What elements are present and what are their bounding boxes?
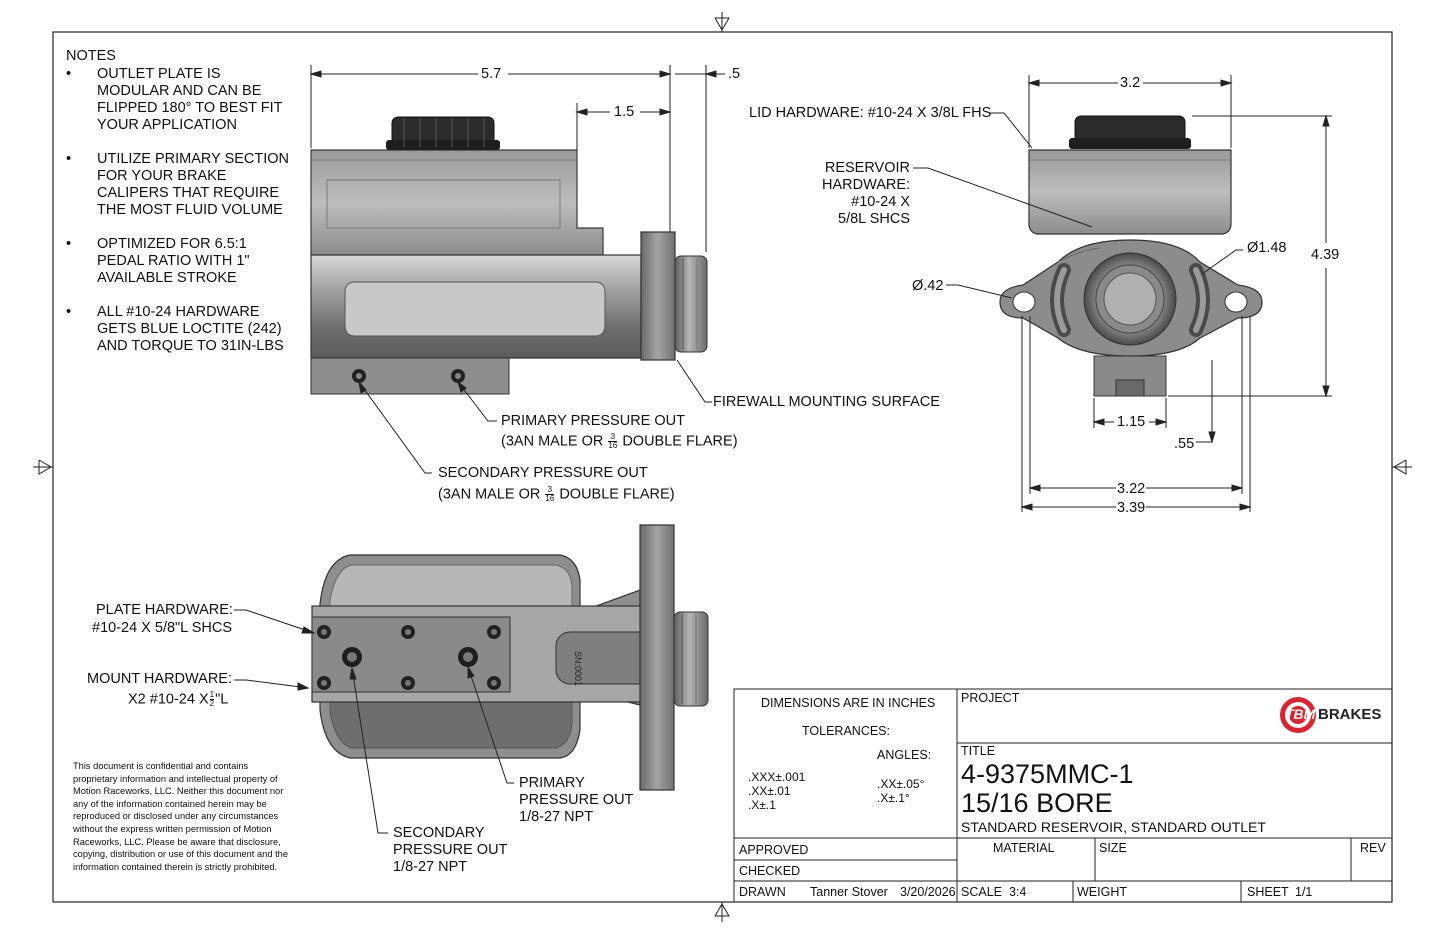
plate-hardware-sub: #10-24 X 5/8"L SHCS: [92, 620, 233, 636]
logo-gear-icon: [1280, 697, 1316, 733]
approved-label: APPROVED: [739, 843, 809, 857]
drawn-label: DRAWN: [739, 885, 786, 899]
project-label: PROJECT: [961, 691, 1020, 705]
dim-height: 4.39: [1311, 247, 1340, 263]
note-item: ALL #10-24 HARDWARE GETS BLUE LOCTITE (2…: [66, 304, 297, 355]
serial-number: SN:0001: [573, 651, 583, 687]
part-number: 4-9375MMC-1: [961, 759, 1134, 789]
plate-hardware-label: PLATE HARDWARE:: [96, 602, 233, 618]
dim-flange-width: 3.39: [1117, 500, 1146, 516]
dim-length: 5.7: [481, 66, 502, 82]
note-item: OPTIMIZED FOR 6.5:1 PEDAL RATIO WITH 1" …: [66, 236, 297, 287]
dim-bore: Ø1.48: [1247, 240, 1287, 256]
notes-heading: NOTES: [66, 48, 116, 64]
firewall-label: FIREWALL MOUNTING SURFACE: [713, 394, 940, 410]
side-view-illustration: [310, 116, 708, 395]
reservoir-hardware-label: RESERVOIR HARDWARE: #10-24 X 5/8L SHCS: [822, 160, 911, 227]
bottom-view-illustration: [311, 524, 709, 791]
tolerances-label: TOLERANCES:: [802, 724, 890, 738]
weight-label: WEIGHT: [1077, 885, 1127, 899]
primary-out-label: PRIMARY PRESSURE OUT: [501, 413, 685, 429]
dim-width: 3.2: [1120, 75, 1141, 91]
bottom-primary-label: PRIMARY PRESSURE OUT 1/8-27 NPT: [519, 775, 634, 825]
title-block-grid: [733, 688, 1393, 903]
part-description: 15/16 BORE: [961, 788, 1113, 818]
dim-port-offset: 1.5: [614, 104, 635, 120]
bottom-secondary-label: SECONDARY PRESSURE OUT 1/8-27 NPT: [393, 825, 508, 875]
angles-label: ANGLES:: [877, 748, 932, 762]
drawn-date: 3/20/2026: [900, 885, 956, 899]
size-label: SIZE: [1099, 841, 1127, 855]
mount-hardware-label: MOUNT HARDWARE:: [87, 671, 232, 687]
rev-label: REV: [1360, 841, 1386, 855]
title-label: TITLE: [961, 744, 996, 758]
note-item: UTILIZE PRIMARY SECTION FOR YOUR BRAKE C…: [66, 151, 297, 219]
bottom-view-leaders: [234, 609, 514, 834]
dim-hole-spacing: 3.22: [1117, 481, 1146, 497]
checked-label: CHECKED: [739, 864, 801, 878]
scale-value: 3:4: [1009, 885, 1027, 899]
dim-port-width: 1.15: [1117, 414, 1146, 430]
center-marks: [33, 12, 1412, 922]
logo-text: BRAKES: [1318, 706, 1382, 723]
notes-block: NOTES OUTLET PLATE IS MODULAR AND CAN BE…: [66, 48, 297, 372]
material-label: MATERIAL: [993, 841, 1055, 855]
angle-values: .XX±.05° .X±.1°: [877, 777, 925, 805]
dim-port-depth: .55: [1174, 436, 1195, 452]
sheet-value: 1/1: [1295, 885, 1313, 899]
dim-hole: Ø.42: [912, 278, 944, 294]
sheet-label: SHEET: [1247, 885, 1289, 899]
secondary-out-label: SECONDARY PRESSURE OUT: [438, 465, 648, 481]
tolerance-values: .XXX±.001 .XX±.01 .X±.1: [748, 770, 806, 812]
dims-units-label: DIMENSIONS ARE IN INCHES: [761, 696, 936, 710]
end-view-dimensions: [913, 75, 1332, 512]
drawn-by: Tanner Stover: [810, 885, 888, 899]
dim-flange: .5: [728, 66, 741, 82]
logo-mark: TBM: [1285, 706, 1316, 722]
end-view-illustration: [999, 115, 1263, 397]
note-item: OUTLET PLATE IS MODULAR AND CAN BE FLIPP…: [66, 66, 297, 134]
lid-hardware-label: LID HARDWARE: #10-24 X 3/8L FHS: [749, 105, 992, 121]
side-view-dimensions: [309, 65, 725, 474]
confidentiality-notice: This document is confidential and contai…: [73, 761, 288, 872]
scale-label: SCALE: [961, 885, 1002, 899]
part-subtitle: STANDARD RESERVOIR, STANDARD OUTLET: [961, 819, 1266, 835]
